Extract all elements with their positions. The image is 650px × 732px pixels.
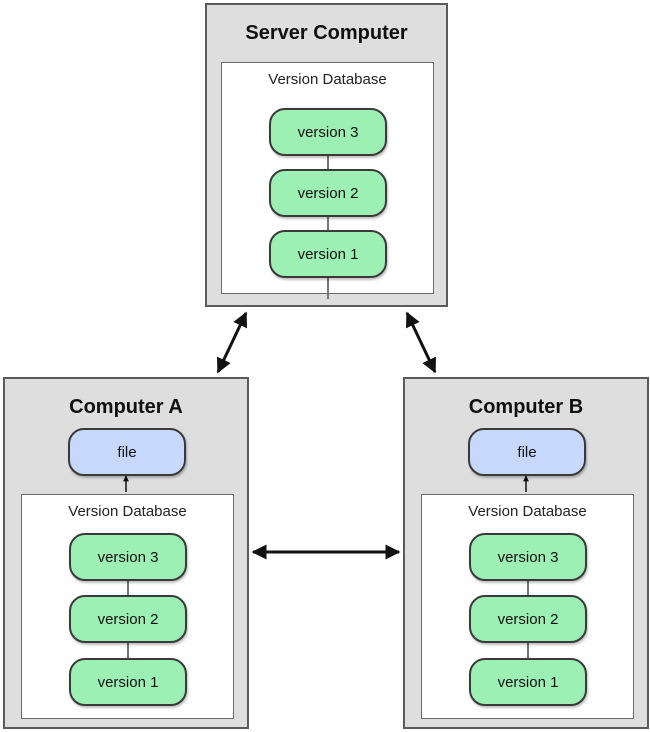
server-computer: Server Computer Version Database version… xyxy=(205,3,448,307)
server-to-computer-b-arrow xyxy=(405,311,437,374)
computer-a-version-database: Version Database version 3 version 2 ver… xyxy=(21,494,234,719)
server-version-database: Version Database version 3 version 2 ver… xyxy=(221,62,434,299)
computer-b-version-2: version 2 xyxy=(469,595,587,643)
computer-a-version-2: version 2 xyxy=(69,595,187,643)
computer-a: Computer A file Version Database version… xyxy=(3,377,249,729)
computer-a-version-1: version 1 xyxy=(69,658,187,706)
computer-a-file: file xyxy=(68,428,186,476)
server-computer-title: Server Computer xyxy=(245,22,408,44)
computer-b-title: Computer B xyxy=(468,396,584,418)
computer-a-version-3: version 3 xyxy=(69,533,187,581)
server-version-3: version 3 xyxy=(269,108,387,156)
computer-b-version-database: Version Database version 3 version 2 ver… xyxy=(421,494,634,719)
server-database-label: Version Database xyxy=(268,71,387,88)
computer-b-version-1: version 1 xyxy=(469,658,587,706)
computer-a-title: Computer A xyxy=(69,396,183,418)
server-to-computer-a-arrow xyxy=(216,311,248,374)
server-version-1: version 1 xyxy=(269,230,387,278)
server-version-2: version 2 xyxy=(269,169,387,217)
computer-b-file: file xyxy=(468,428,586,476)
computer-b-database-label: Version Database xyxy=(468,503,587,520)
server-version-connector xyxy=(327,151,329,299)
computer-a-database-label: Version Database xyxy=(68,503,187,520)
computer-b: Computer B file Version Database version… xyxy=(403,377,649,729)
computer-b-version-3: version 3 xyxy=(469,533,587,581)
